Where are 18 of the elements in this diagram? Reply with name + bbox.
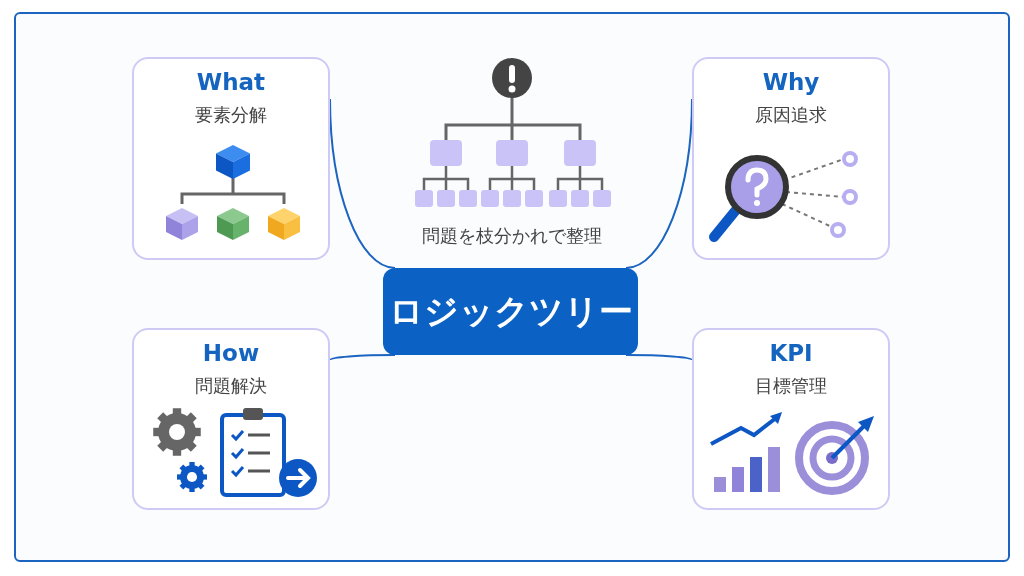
connector-line [625,98,693,269]
card-title: KPI [768,340,814,366]
connector-line [329,98,396,269]
card-subtitle: 目標管理 [754,374,828,398]
card-subtitle: 要素分解 [194,103,268,127]
card-title: What [195,69,267,95]
topic-card [132,57,330,260]
card-title: Why [761,69,821,95]
card-title: How [201,340,261,366]
topic-card [132,328,330,510]
connector-line [625,354,693,361]
topic-card [692,57,890,260]
card-subtitle: 原因追求 [754,103,828,127]
caption-text: 問題を枝分かれで整理 [421,224,603,248]
topic-card [692,328,890,510]
central-topic-box: ロジックツリー [383,268,638,355]
card-subtitle: 問題解決 [194,374,268,398]
connector-line [329,354,396,361]
